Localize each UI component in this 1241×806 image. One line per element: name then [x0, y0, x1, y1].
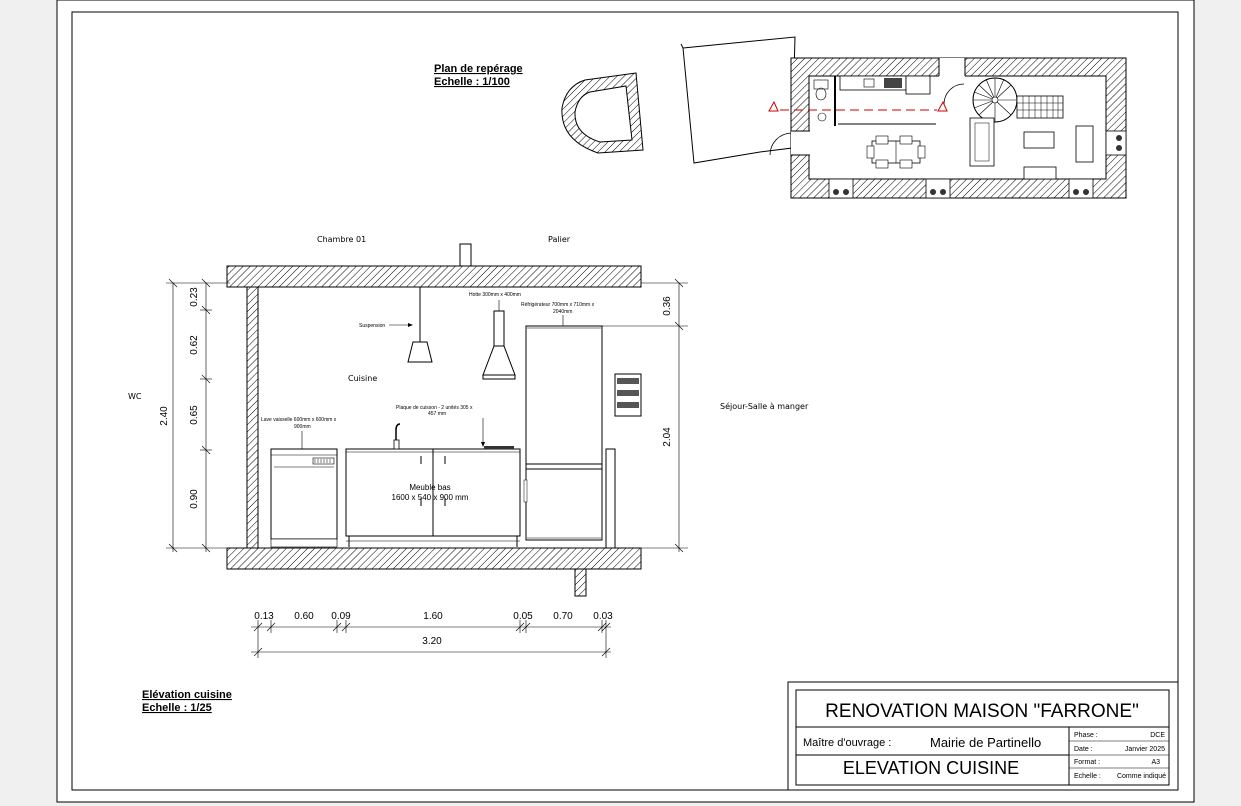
plan-terrace	[682, 36, 796, 164]
tb-date-label: Date :	[1074, 746, 1093, 753]
dim-right-1: 0.36	[662, 296, 673, 316]
dim-left-1: 0.23	[189, 287, 200, 307]
dim-bottom-3: 0.09	[331, 611, 351, 622]
label-meuble-2: 1600 x 540 x 900 mm	[392, 493, 469, 502]
tb-format-label: Format :	[1074, 759, 1100, 766]
dim-left-2: 0.62	[189, 335, 200, 355]
inner-frame	[71, 11, 1179, 791]
tb-format: A3	[1151, 759, 1160, 766]
label-hotte: Hotte 300mm x 400mm	[469, 292, 521, 298]
dim-right-lines	[602, 278, 688, 553]
pendant-light	[407, 341, 433, 363]
left-wall	[246, 286, 259, 549]
tb-echelle: Comme indiqué	[1117, 773, 1166, 780]
dim-bottom-lines	[251, 620, 611, 658]
label-lave-vaisselle-1: Lave vaisselle 600mm x 600mm x	[261, 417, 337, 423]
elevation-title: Elévation cuisine	[142, 689, 232, 701]
dim-bottom-7: 0.03	[593, 611, 613, 622]
room-label-palier: Palier	[548, 235, 571, 244]
plan-sofa	[969, 117, 995, 167]
floor-beam	[574, 568, 587, 597]
tb-phase-label: Phase :	[1074, 732, 1098, 739]
refrigerator	[525, 325, 603, 541]
dim-left-total: 2.40	[159, 406, 170, 426]
plan-de-reperage: Plan de repérage Echelle : 1/100	[434, 36, 1127, 199]
room-label-chambre: Chambre 01	[317, 235, 366, 244]
label-plaque-1: Plaque de cuisson - 2 unités 305 x	[396, 405, 473, 411]
label-refrigerateur-1: Réfrigérateur 700mm x 710mm x	[521, 302, 595, 308]
label-suspension: Suspension	[359, 323, 385, 329]
dim-bottom-2: 0.60	[294, 611, 314, 622]
dim-bottom-total: 3.20	[422, 636, 442, 647]
tb-project: RENOVATION MAISON "FARRONE"	[825, 701, 1139, 722]
tb-phase: DCE	[1150, 732, 1165, 739]
elevation-cuisine: Chambre 01 Palier Cuisine WC Séjour-Sall…	[128, 235, 809, 714]
label-meuble-1: Meuble bas	[409, 483, 450, 492]
plan-title: Plan de repérage	[434, 63, 523, 75]
label-plaque-2: 457 mm	[428, 411, 446, 417]
dim-left-3: 0.65	[189, 405, 200, 425]
dim-bottom-1: 0.13	[254, 611, 274, 622]
dim-bottom-6: 0.70	[553, 611, 573, 622]
plan-scale: Echelle : 1/100	[434, 76, 510, 88]
cooking-hob	[484, 446, 514, 449]
room-label-sejour: Séjour-Salle à manger	[720, 401, 809, 411]
tb-owner-label: Maître d'ouvrage :	[803, 737, 891, 749]
tb-echelle-label: Echelle :	[1074, 773, 1101, 780]
floor-slab	[226, 547, 642, 570]
label-refrigerateur-2: 2040mm	[553, 309, 572, 315]
sink-tap	[395, 423, 401, 449]
room-label-wc: WC	[128, 392, 142, 401]
dim-right-2: 2.04	[662, 427, 673, 447]
ceiling-vent	[459, 243, 472, 267]
dim-bottom-4: 1.60	[423, 611, 443, 622]
dim-left-4: 0.90	[189, 489, 200, 509]
section-mark-left	[768, 100, 779, 112]
elevation-scale: Echelle : 1/25	[142, 702, 212, 714]
room-label-cuisine: Cuisine	[348, 374, 377, 383]
tb-date: Janvier 2025	[1125, 746, 1165, 753]
dim-left-lines	[166, 278, 230, 553]
tb-owner: Mairie de Partinello	[930, 735, 1041, 750]
dishwasher	[270, 448, 338, 540]
dim-bottom-5: 0.05	[513, 611, 533, 622]
door-frame	[605, 448, 616, 549]
ceiling-slab	[226, 265, 642, 288]
tb-drawing: ELEVATION CUISINE	[843, 758, 1019, 778]
range-hood	[493, 310, 505, 347]
section-mark-right	[937, 100, 948, 112]
title-block: RENOVATION MAISON "FARRONE" Maître d'ouv…	[787, 681, 1179, 791]
label-lave-vaisselle-2: 900mm	[294, 424, 311, 430]
